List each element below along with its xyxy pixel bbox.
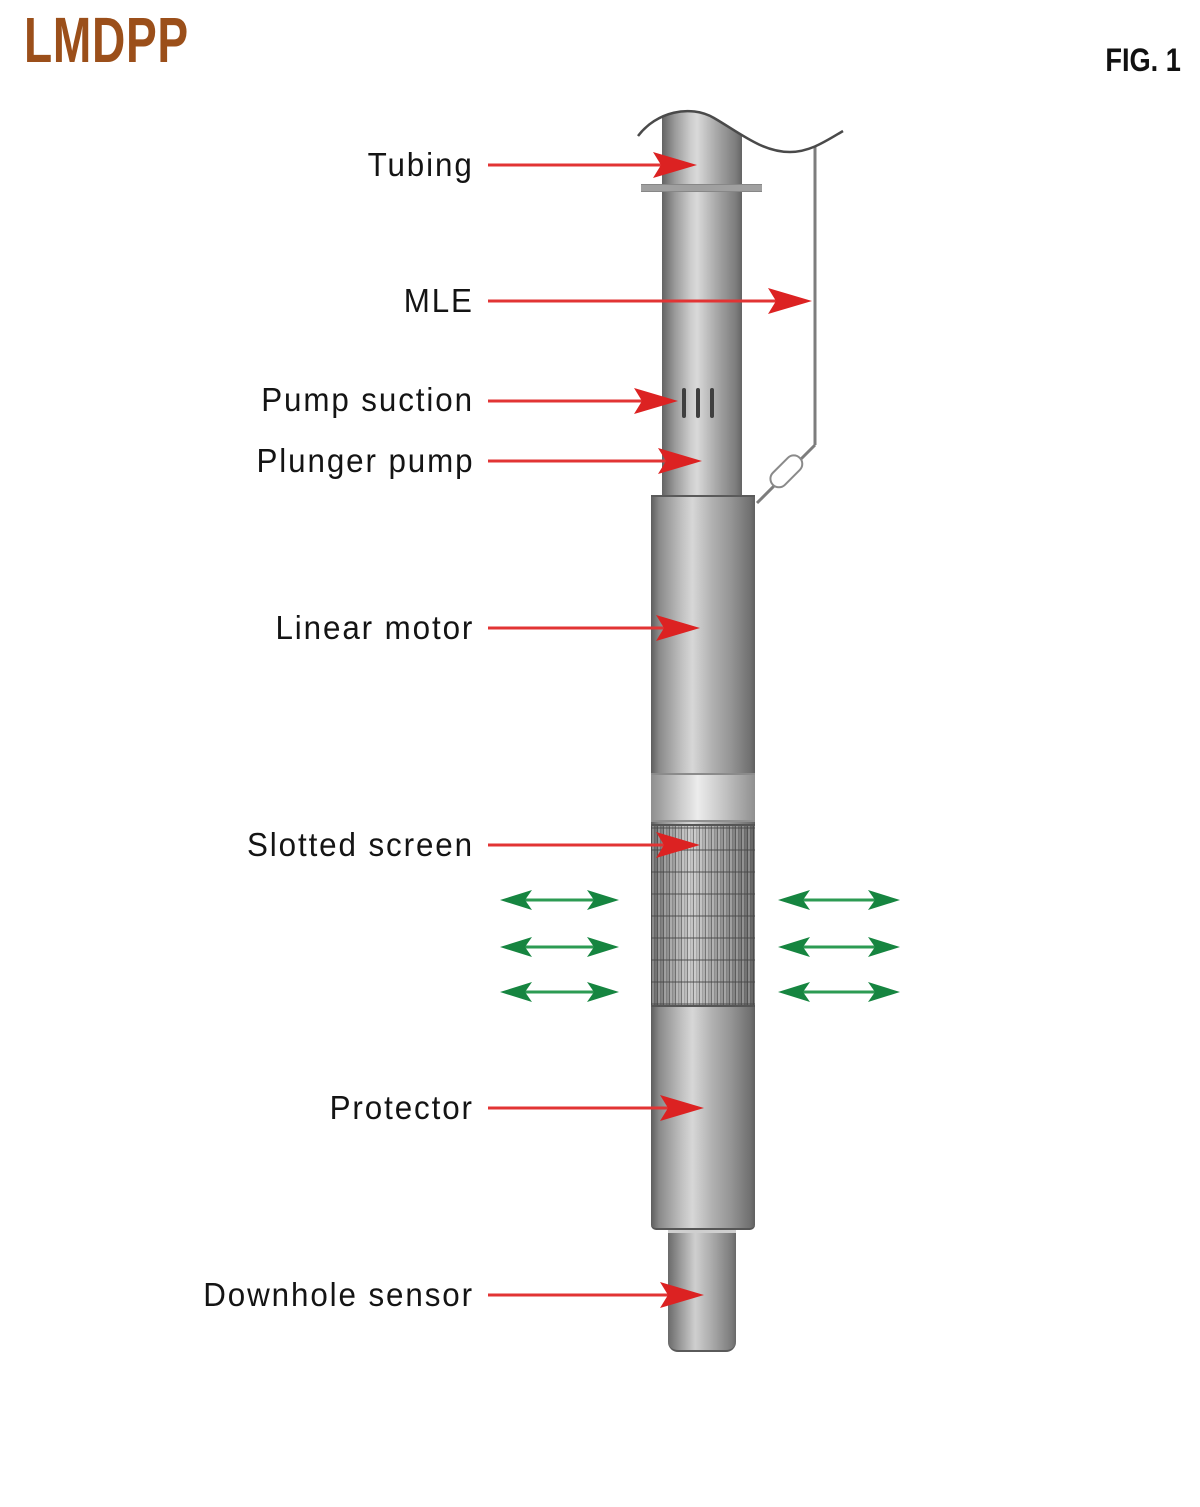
pump-suction-slot xyxy=(710,388,714,418)
callout-arrow-pump-suction xyxy=(488,388,678,414)
slotted-screen-section xyxy=(651,824,755,1007)
label-linear-motor: Linear motor xyxy=(275,609,474,646)
motor-protector-housing xyxy=(651,495,755,1230)
mle-cable xyxy=(755,145,817,505)
tubing-pipe xyxy=(662,110,742,495)
label-pump-suction: Pump suction xyxy=(261,381,474,418)
label-downhole-sensor: Downhole sensor xyxy=(203,1276,474,1313)
logo-lmdpp: LMDPP xyxy=(24,4,189,76)
flow-arrow-right-2 xyxy=(778,937,900,957)
label-slotted-screen: Slotted screen xyxy=(246,826,474,863)
label-tubing: Tubing xyxy=(367,146,474,183)
figure-number: FIG. 1 xyxy=(1105,42,1181,78)
pump-suction-slot xyxy=(682,388,686,418)
flow-arrow-left-2 xyxy=(500,937,619,957)
cable-connector-icon xyxy=(769,454,804,489)
flow-arrow-right-1 xyxy=(778,890,900,910)
pump-suction-slot xyxy=(696,388,700,418)
label-protector: Protector xyxy=(329,1089,474,1126)
flow-arrow-left-1 xyxy=(500,890,619,910)
flow-arrow-left-3 xyxy=(500,982,619,1002)
label-mle: MLE xyxy=(403,282,474,319)
downhole-sensor-body xyxy=(668,1230,736,1352)
callout-arrow-mle xyxy=(488,288,812,314)
screen-collar xyxy=(651,773,755,822)
tubing-coupling xyxy=(641,184,762,192)
label-plunger-pump: Plunger pump xyxy=(256,442,474,479)
flow-arrow-right-3 xyxy=(778,982,900,1002)
